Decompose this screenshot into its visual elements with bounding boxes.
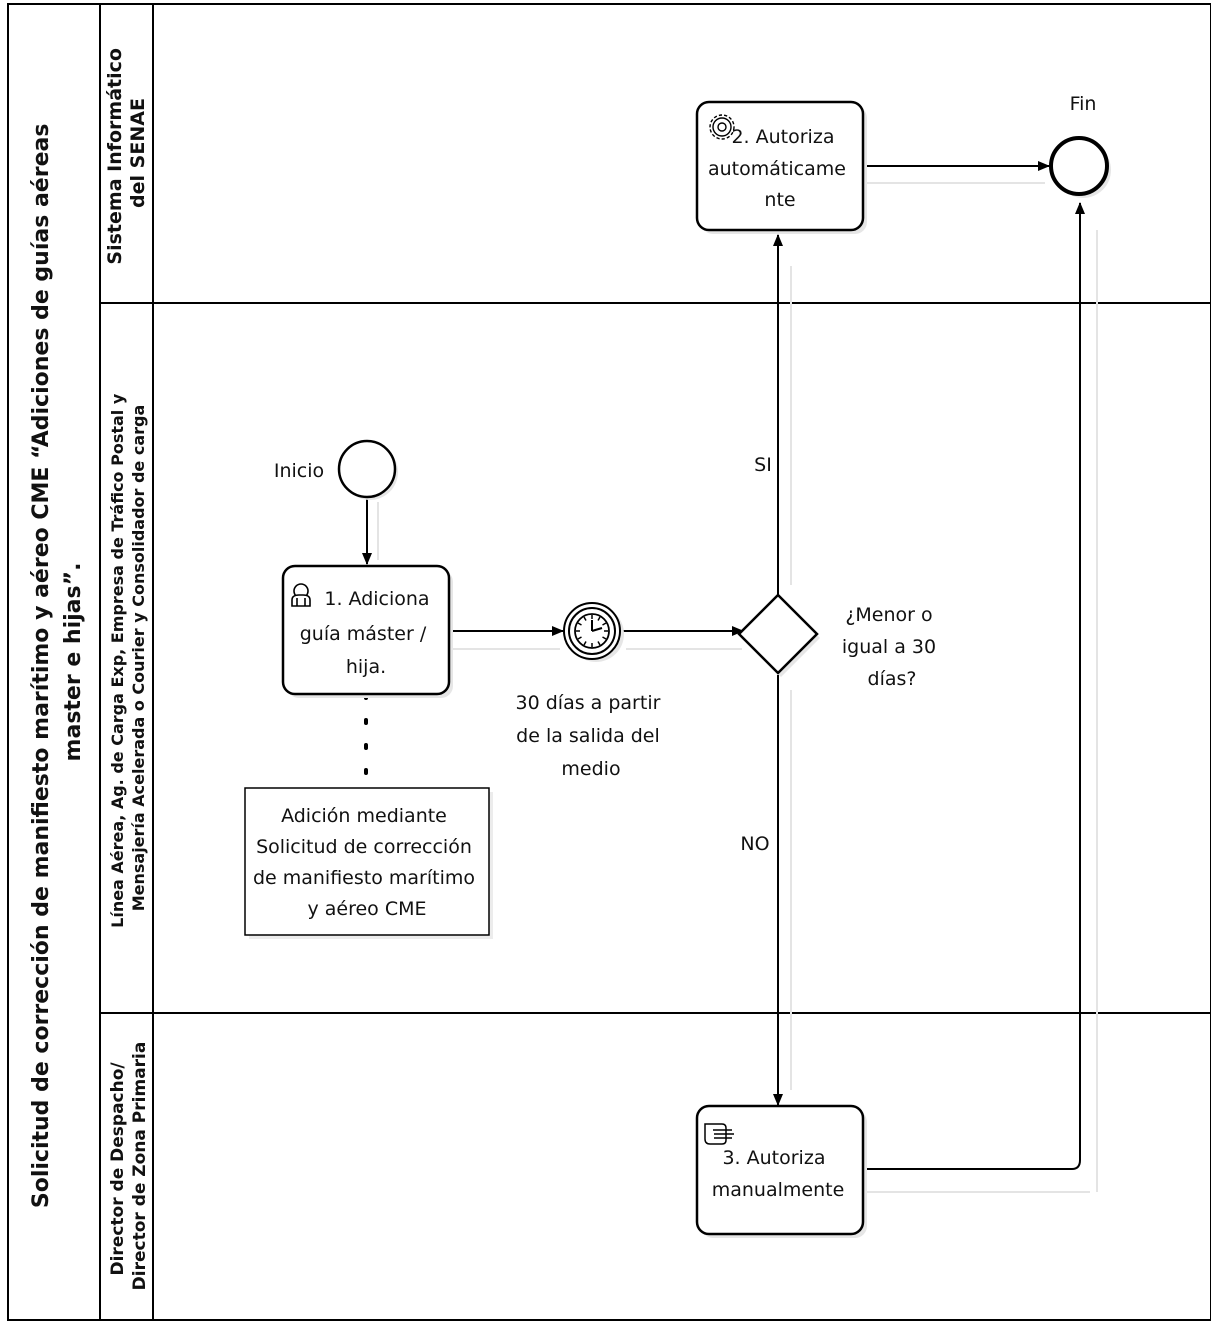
task-3 (695, 1104, 865, 1236)
lane-label-senae: Sistema Informático del SENAE (104, 41, 149, 264)
gateway-question: ¿Menor o igual a 30 días? (842, 604, 942, 690)
gateway (737, 593, 819, 675)
clock-icon (574, 613, 610, 649)
task-1 (281, 564, 451, 696)
lane-label-director: Director de Despacho/ Director de Zona P… (108, 1042, 150, 1291)
end-event (1049, 136, 1109, 196)
pool-border (7, 3, 1211, 1321)
annotation-text: Adición mediante Solicitud de corrección… (253, 805, 481, 920)
task-1-label: 1. Adiciona guía máster / hija. (300, 588, 436, 678)
timer-event-inner-ring (568, 607, 616, 655)
gateway-yes-label: SI (754, 454, 772, 476)
timer-event-label: 30 días a partir de la salida del medio (516, 692, 667, 780)
start-event (337, 439, 397, 499)
shadow-lines (377, 182, 1098, 1193)
lane-label-operators: Línea Aérea, Ag. de Carga Exp, Empresa d… (108, 388, 148, 928)
gear-icon (709, 114, 735, 140)
task-3-label: 3. Autoriza manualmente (712, 1147, 845, 1201)
task-2-label: 2. Autoriza automáticame nte (708, 126, 852, 211)
user-icon (291, 583, 311, 607)
flow-task3-to-end (863, 202, 1085, 1170)
task-2 (695, 100, 865, 232)
start-event-label: Inicio (274, 460, 324, 482)
end-event-label: Fin (1070, 93, 1097, 115)
gateway-no-label: NO (740, 833, 769, 855)
annotation-box (244, 787, 490, 936)
sequence-flows (362, 161, 1085, 1170)
pool-title: Solicitud de corrección de manifiesto ma… (29, 116, 86, 1208)
hand-icon (704, 1123, 734, 1145)
